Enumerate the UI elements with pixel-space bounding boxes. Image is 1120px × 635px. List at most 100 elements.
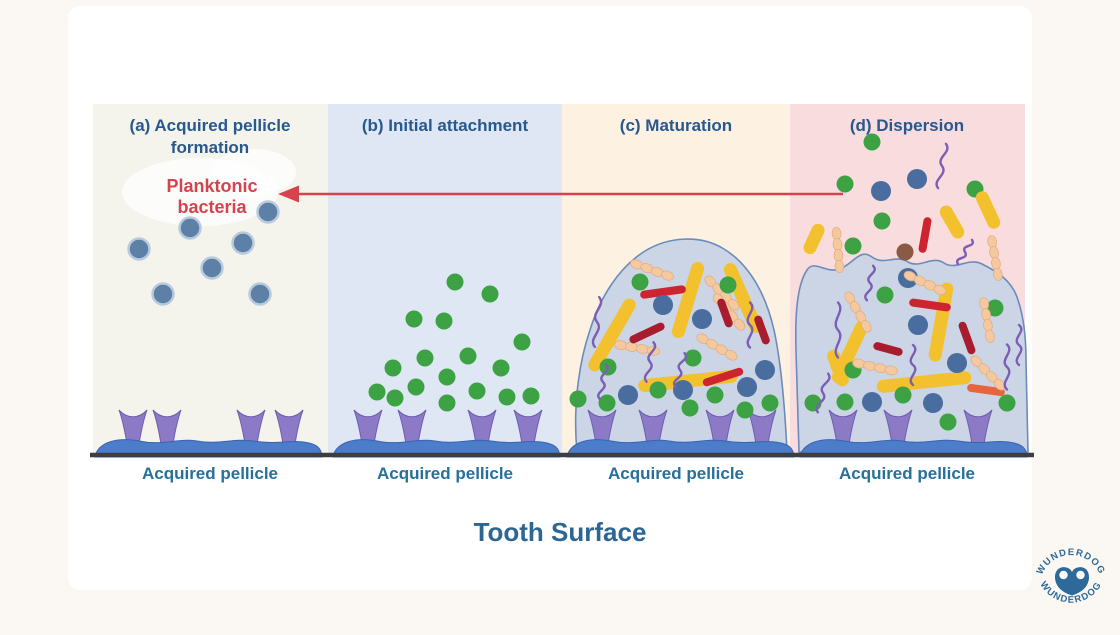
bacterium-coccus-green bbox=[873, 212, 891, 230]
bacterium-coccus-blue bbox=[871, 181, 891, 201]
dog-nose-icon bbox=[1055, 567, 1089, 596]
bacterium-coccus-green bbox=[684, 349, 702, 367]
bacterium-spirochete-purple bbox=[935, 142, 949, 190]
bacterium-coccus-green bbox=[836, 393, 854, 411]
bacterium-coccus-green bbox=[761, 394, 779, 412]
bacterium-coccus-green bbox=[498, 388, 516, 406]
bacterium-chain-peach bbox=[844, 291, 872, 333]
bacterium-coccus-green bbox=[649, 381, 667, 399]
bacterium-rod-red bbox=[702, 367, 744, 387]
bacterium-coccus-green bbox=[598, 394, 616, 412]
bacterium-coccus-green bbox=[416, 349, 434, 367]
bacterium-planktonic-coccus bbox=[248, 282, 272, 306]
bacterium-coccus-green bbox=[435, 312, 453, 330]
bacterium-coccus-green bbox=[405, 310, 423, 328]
bacterium-planktonic-coccus bbox=[256, 200, 280, 224]
acquired-pellicle-label-a: Acquired pellicle bbox=[142, 464, 278, 483]
bacterium-spirochete-purple bbox=[955, 238, 975, 266]
tooth-surface-title: Tooth Surface bbox=[474, 517, 647, 547]
bacterium-coccus-blue bbox=[908, 315, 928, 335]
bacterium-coccus-green bbox=[894, 386, 912, 404]
bacterium-chain-peach bbox=[696, 333, 738, 361]
bacterium-coccus-green bbox=[569, 390, 587, 408]
bacterium-coccus-blue bbox=[673, 380, 693, 400]
bacterium-rod-orange bbox=[967, 383, 1005, 397]
bacterium-rod-dark-red bbox=[717, 298, 733, 328]
bacterium-rod-red bbox=[909, 298, 951, 312]
bacterium-coccus-green bbox=[446, 273, 464, 291]
bacterium-coccus-green bbox=[438, 368, 456, 386]
dispersal-arrowhead bbox=[278, 185, 299, 203]
planktonic-bacteria-group bbox=[127, 200, 280, 306]
maturation-bacteria-group bbox=[569, 259, 779, 419]
bacterium-spirochete-purple bbox=[815, 372, 831, 414]
bacterium-chain-peach bbox=[852, 358, 898, 376]
bacterium-planktonic-coccus bbox=[151, 282, 175, 306]
panel-a-title: (a) Acquired pellicle bbox=[130, 116, 291, 135]
acquired-pellicle-label-b: Acquired pellicle bbox=[377, 464, 513, 483]
bacterium-rod-yellow bbox=[928, 282, 954, 362]
bacterium-coccus-green bbox=[522, 387, 540, 405]
bacterium-rod-dark-red bbox=[629, 322, 665, 344]
bacterium-chain-peach bbox=[987, 235, 1003, 281]
bacterium-coccus-green bbox=[384, 359, 402, 377]
bacterium-coccus-green bbox=[407, 378, 425, 396]
bacterium-rod-red bbox=[918, 217, 932, 253]
bacterium-coccus-green bbox=[681, 399, 699, 417]
bacterium-rod-dark-red bbox=[958, 321, 976, 355]
bacterium-rod-yellow bbox=[588, 298, 636, 372]
bacterium-coccus-green bbox=[631, 273, 649, 291]
attaching-bacteria-group bbox=[368, 273, 540, 412]
bacterium-coccus-green bbox=[438, 394, 456, 412]
bacterium-spirochete-purple bbox=[834, 301, 842, 359]
bacterium-chain-peach bbox=[979, 297, 995, 343]
bacterium-coccus-green bbox=[876, 286, 894, 304]
bacterium-coccus-blue bbox=[737, 377, 757, 397]
bacterium-spirochete-purple bbox=[1015, 323, 1023, 367]
bacterium-spirochete-purple bbox=[746, 301, 754, 349]
bacterium-coccus-blue bbox=[653, 295, 673, 315]
bacterium-coccus-blue bbox=[618, 385, 638, 405]
bacterium-coccus-green bbox=[998, 394, 1016, 412]
panel-b-title: (b) Initial attachment bbox=[362, 116, 529, 135]
bacterium-spirochete-purple bbox=[672, 351, 688, 389]
bacterium-coccus-blue bbox=[692, 309, 712, 329]
bacterium-coccus-blue bbox=[755, 360, 775, 380]
bacterium-spirochete-purple bbox=[1003, 343, 1011, 391]
acquired-pellicle-label-c: Acquired pellicle bbox=[608, 464, 744, 483]
bacterium-rod-dark-red bbox=[754, 315, 770, 345]
bacterium-coccus-green bbox=[386, 389, 404, 407]
dog-nose-nostril bbox=[1059, 570, 1068, 580]
bacterium-spirochete-purple bbox=[597, 363, 609, 401]
bacterium-rod-dark-red bbox=[873, 342, 903, 356]
bacterium-spirochete-purple bbox=[643, 341, 657, 383]
bacterium-coccus-green bbox=[844, 237, 862, 255]
bacterium-coccus-green bbox=[986, 299, 1004, 317]
bacterium-coccus-green bbox=[492, 359, 510, 377]
bacterium-spirochete-purple bbox=[864, 264, 876, 302]
panel-c-title: (c) Maturation bbox=[620, 116, 732, 135]
bacterium-coccus-green bbox=[368, 383, 386, 401]
bacterium-coccus-green bbox=[736, 401, 754, 419]
bacterium-chain-peach bbox=[970, 355, 1006, 391]
bacterium-planktonic-coccus bbox=[231, 231, 255, 255]
panel-d-title: (d) Dispersion bbox=[850, 116, 964, 135]
bacterium-coccus-green bbox=[459, 347, 477, 365]
bacterium-rod-yellow bbox=[939, 205, 965, 239]
dog-nose-nostril bbox=[1076, 570, 1085, 580]
dispersed-bacteria-group bbox=[803, 133, 1003, 281]
bacterium-coccus-blue bbox=[923, 393, 943, 413]
bacterium-coccus-green bbox=[863, 133, 881, 151]
bacterium-coccus-green bbox=[468, 382, 486, 400]
dispersion-biofilm-bacteria-group bbox=[804, 264, 1023, 431]
bacterium-coccus-brown bbox=[896, 243, 914, 261]
planktonic-bacteria-label-line2: bacteria bbox=[177, 197, 247, 217]
bacterium-coccus-green bbox=[719, 276, 737, 294]
bacterium-spirochete-purple bbox=[591, 295, 603, 349]
bacterium-coccus-green bbox=[513, 333, 531, 351]
bacterium-rod-red bbox=[640, 285, 686, 299]
bacterium-chain-peach bbox=[614, 340, 660, 356]
bacterium-planktonic-coccus bbox=[178, 216, 202, 240]
bacterium-coccus-green bbox=[706, 386, 724, 404]
